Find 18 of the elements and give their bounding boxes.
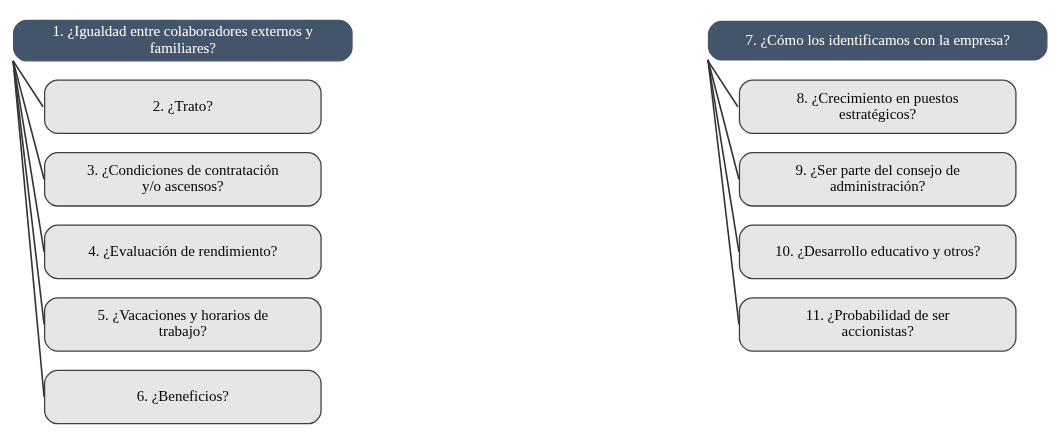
connector — [12, 60, 45, 398]
connector — [707, 58, 740, 326]
connector — [12, 60, 45, 326]
connector — [12, 60, 45, 181]
node-box: 2. ¿Trato? — [44, 79, 322, 135]
connector — [12, 60, 45, 253]
node-box: 11. ¿Probabilidad de ser accionistas? — [738, 297, 1017, 352]
node-box: 4. ¿Evaluación de rendimiento? — [44, 224, 322, 280]
connector — [707, 60, 739, 108]
node-box: 10. ¿Desarrollo educativo y otros? — [738, 224, 1017, 280]
node-box: 7. ¿Cómo los identificamos con la empresa? — [707, 20, 1048, 61]
node-box: 8. ¿Crecimiento en puestos estratégicos? — [738, 79, 1017, 135]
node-box: 6. ¿Beneficios? — [44, 369, 322, 425]
node-box: 1. ¿Igualdad entre colaboradores externos y familiares? — [13, 19, 353, 62]
node-box: 3. ¿Condiciones de contratación y/o ascensos? — [44, 152, 322, 207]
node-box: 5. ¿Vacaciones y horarios de trabajo? — [44, 297, 322, 352]
connector — [12, 60, 44, 108]
node-box: 9. ¿Ser parte del consejo de administración? — [738, 152, 1017, 207]
